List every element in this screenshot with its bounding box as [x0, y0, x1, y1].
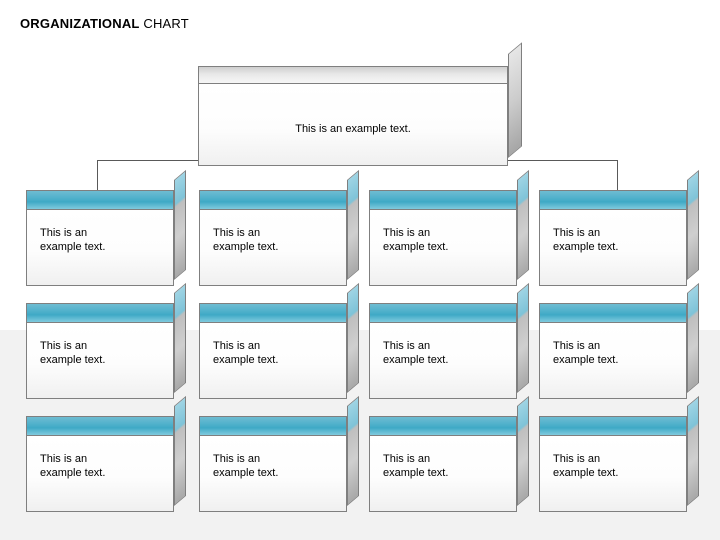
- node-r3c4-body: [539, 435, 687, 512]
- node-r3c3-header: [369, 416, 517, 436]
- node-r3c3-body: [369, 435, 517, 512]
- node-r2c4-header: [539, 303, 687, 323]
- node-r2c1-side: [174, 282, 186, 393]
- node-r3c4-label: This is an example text.: [553, 453, 619, 479]
- node-r1c1-side: [174, 169, 186, 280]
- node-r2c3-label: This is an example text.: [383, 340, 449, 366]
- node-r2c4-side: [687, 282, 699, 393]
- node-r3c1-header: [26, 416, 174, 436]
- node-r1c1-header: [26, 190, 174, 210]
- node-root[interactable]: This is an example text.: [198, 42, 522, 166]
- node-r1c3-label: This is an example text.: [383, 227, 449, 253]
- node-r1c4-body: [539, 209, 687, 286]
- node-r3c3-label: This is an example text.: [383, 453, 449, 479]
- node-r3c2[interactable]: This is an example text.: [199, 395, 359, 512]
- node-r3c4-side: [687, 395, 699, 506]
- node-r2c2[interactable]: This is an example text.: [199, 282, 359, 399]
- node-r2c3[interactable]: This is an example text.: [369, 282, 529, 399]
- node-r1c3-header: [369, 190, 517, 210]
- node-r1c3-side: [517, 169, 529, 280]
- node-root-header: [198, 66, 508, 84]
- node-r1c1-body: [26, 209, 174, 286]
- node-r2c3-body: [369, 322, 517, 399]
- node-r1c2[interactable]: This is an example text.: [199, 169, 359, 286]
- node-r1c4-label: This is an example text.: [553, 227, 619, 253]
- node-r3c1-label: This is an example text.: [40, 453, 106, 479]
- node-r2c1[interactable]: This is an example text.: [26, 282, 186, 399]
- node-r2c1-header: [26, 303, 174, 323]
- node-r3c4[interactable]: This is an example text.: [539, 395, 699, 512]
- node-root-side: [508, 42, 522, 158]
- page-title-rest: CHART: [139, 16, 189, 31]
- node-r3c3[interactable]: This is an example text.: [369, 395, 529, 512]
- node-r2c1-body: [26, 322, 174, 399]
- node-r3c1-body: [26, 435, 174, 512]
- node-r1c4-side: [687, 169, 699, 280]
- node-r1c1[interactable]: This is an example text.: [26, 169, 186, 286]
- node-root-label: This is an example text.: [295, 123, 411, 135]
- page-title: ORGANIZATIONAL CHART: [20, 16, 189, 31]
- node-r1c2-side: [347, 169, 359, 280]
- node-r1c4-header: [539, 190, 687, 210]
- node-r1c2-header: [199, 190, 347, 210]
- node-r3c2-label: This is an example text.: [213, 453, 279, 479]
- page-title-bold: ORGANIZATIONAL: [20, 16, 140, 31]
- node-r1c4[interactable]: This is an example text.: [539, 169, 699, 286]
- node-r1c2-body: [199, 209, 347, 286]
- node-r1c3[interactable]: This is an example text.: [369, 169, 529, 286]
- node-r2c2-header: [199, 303, 347, 323]
- node-r1c3-body: [369, 209, 517, 286]
- connector-branch-col4: [617, 160, 618, 190]
- node-root-body: [198, 83, 508, 166]
- node-r2c4[interactable]: This is an example text.: [539, 282, 699, 399]
- node-r3c1[interactable]: This is an example text.: [26, 395, 186, 512]
- connector-branch-col1: [97, 160, 98, 190]
- node-r2c1-label: This is an example text.: [40, 340, 106, 366]
- node-r3c2-body: [199, 435, 347, 512]
- node-r2c2-body: [199, 322, 347, 399]
- node-r3c2-side: [347, 395, 359, 506]
- node-r2c2-side: [347, 282, 359, 393]
- node-r1c1-label: This is an example text.: [40, 227, 106, 253]
- node-r2c3-side: [517, 282, 529, 393]
- node-r3c4-header: [539, 416, 687, 436]
- node-r2c4-body: [539, 322, 687, 399]
- node-r2c3-header: [369, 303, 517, 323]
- node-r3c2-header: [199, 416, 347, 436]
- node-r1c2-label: This is an example text.: [213, 227, 279, 253]
- node-r2c4-label: This is an example text.: [553, 340, 619, 366]
- node-r3c1-side: [174, 395, 186, 506]
- node-r2c2-label: This is an example text.: [213, 340, 279, 366]
- node-r3c3-side: [517, 395, 529, 506]
